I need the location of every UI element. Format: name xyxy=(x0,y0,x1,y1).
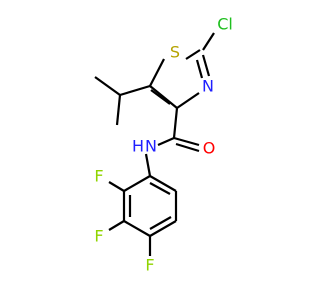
amide-group xyxy=(157,107,200,153)
thiazole-ring xyxy=(149,49,211,109)
bond-ar-c1-c2 xyxy=(123,175,151,192)
bond-ar-c4-c5-inner xyxy=(149,216,172,230)
amide-hydrogen-label: H xyxy=(132,137,144,156)
bond-c5-s1 xyxy=(149,58,165,87)
bond-n3-c4 xyxy=(176,92,200,109)
oxygen-atom-label: O xyxy=(203,139,216,158)
bond-c4-c5-inner xyxy=(150,89,171,105)
bond-camide-o xyxy=(173,136,200,147)
bond-c3-f xyxy=(108,220,125,231)
bond-c2-n3 xyxy=(201,54,211,77)
fluorine-atom-label-4: F xyxy=(145,256,154,275)
bond-ar-c4-c5 xyxy=(149,220,177,237)
amide-nitrogen-label: N xyxy=(145,137,157,156)
bond-s1-c2 xyxy=(185,49,201,60)
bond-c2-cl xyxy=(202,32,215,51)
bond-c2-n3-inner xyxy=(195,59,204,79)
molecule-structure-diagram: Cl S N O N H F F F xyxy=(94,15,233,275)
bond-c5-ch xyxy=(119,84,151,97)
trifluorophenyl-ring xyxy=(122,175,178,237)
bond-ch-me1 xyxy=(94,76,121,96)
bond-ch-me2 xyxy=(115,94,122,126)
bond-ar-c6-c1-inner xyxy=(149,182,171,195)
bond-c4-camide xyxy=(172,107,179,139)
bond-camide-n xyxy=(157,136,175,147)
bond-c2-f xyxy=(108,181,125,192)
chlorine-atom-label: Cl xyxy=(217,15,233,34)
fluorine-atom-label-2: F xyxy=(94,167,103,186)
bond-c4-c5 xyxy=(149,85,178,109)
bond-ar-c6-c1 xyxy=(149,175,177,192)
sulfur-atom-label: S xyxy=(170,43,180,62)
thiazole-nitrogen-label: N xyxy=(202,77,214,96)
bond-n-c1aryl xyxy=(144,153,152,177)
bond-camide-o-inner xyxy=(175,142,200,153)
fluorine-atom-label-3: F xyxy=(94,227,103,246)
bond-ar-c3-c4 xyxy=(123,220,151,237)
isopropyl-group xyxy=(94,76,151,126)
